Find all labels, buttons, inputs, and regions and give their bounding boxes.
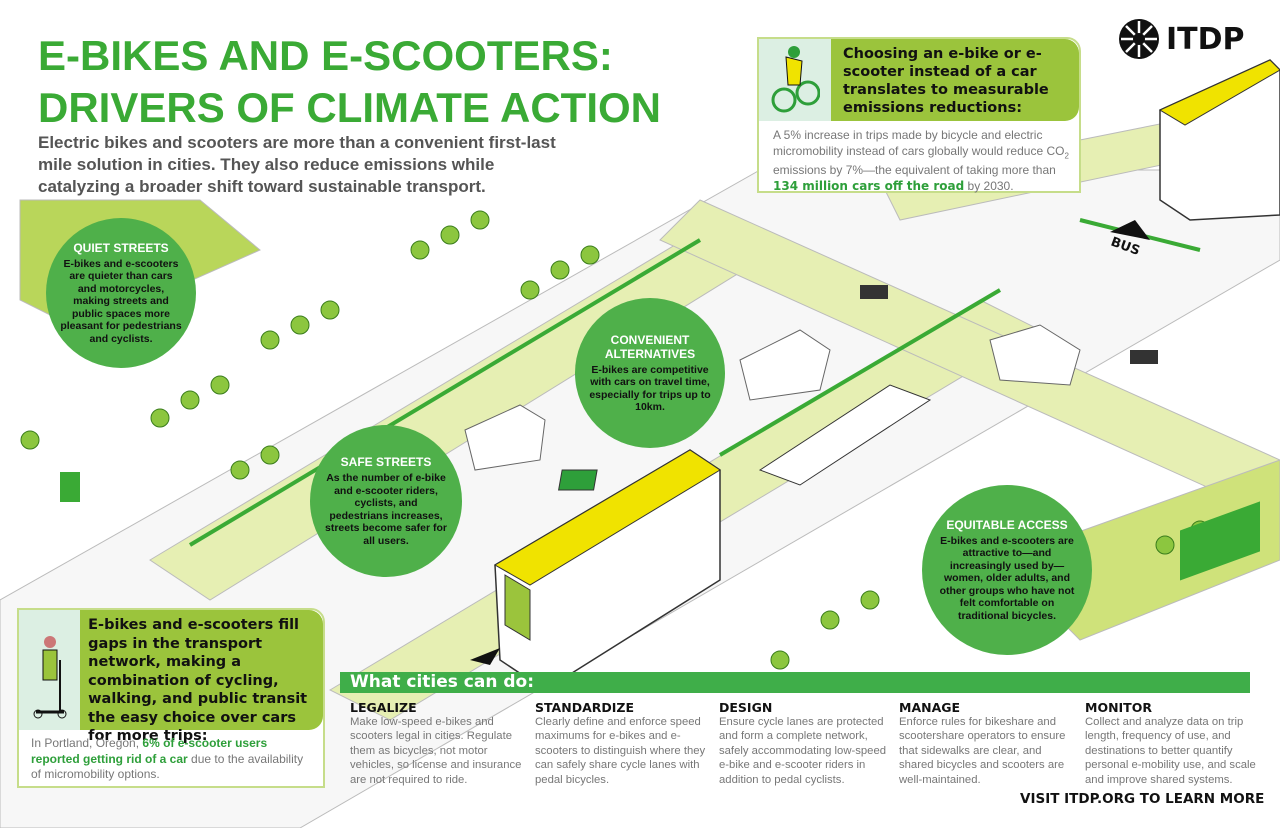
action-text: Ensure cycle lanes are protected and for…	[719, 716, 887, 786]
bubble-text: E-bikes and e-scooters are attractive to…	[939, 534, 1075, 622]
what-cities-can-do-banner: What cities can do:	[340, 672, 1250, 693]
action-heading: MANAGE	[899, 700, 961, 715]
action-text: Collect and analyze data on trip length,…	[1085, 716, 1256, 786]
action-heading: LEGALIZE	[350, 700, 417, 715]
emissions-card: Choosing an e-bike or e-scooter instead …	[757, 37, 1081, 193]
visit-itdp-link[interactable]: VISIT ITDP.ORG TO LEARN MORE	[1020, 791, 1265, 807]
gaps-body-text: In Portland, Oregon,	[31, 736, 143, 750]
emissions-body-text: by 2030.	[964, 178, 1014, 193]
co2-subscript: 2	[1064, 150, 1069, 160]
cars-off-road-highlight: 134 million cars off the road	[773, 178, 965, 193]
page-title: E-BIKES AND E-SCOOTERS: DRIVERS OF CLIMA…	[38, 30, 661, 134]
bubble-text: E-bikes are competitive with cars on tra…	[589, 363, 711, 414]
action-heading: MONITOR	[1085, 700, 1152, 715]
title-line-1: E-BIKES AND E-SCOOTERS:	[38, 32, 613, 79]
emissions-body-text: A 5% increase in trips made by bicycle a…	[773, 128, 1065, 158]
gaps-body: In Portland, Oregon, 6% of e-scooter use…	[19, 730, 323, 783]
bubble-title: SAFE STREETS	[340, 455, 432, 469]
cyclist-icon	[759, 39, 831, 121]
logo-text: ITDP	[1166, 21, 1245, 57]
bubble-title: QUIET STREETS	[73, 240, 169, 255]
action-legalize: LEGALIZE Make low-speed e-bikes and scoo…	[350, 700, 528, 787]
bubble-text: As the number of e-bike and e-scooter ri…	[325, 472, 447, 547]
gaps-body-text: due to the availability of micromobility…	[31, 751, 304, 782]
action-text: Clearly define and enforce speed maximum…	[535, 716, 706, 786]
action-text: Make low-speed e-bikes and scooters lega…	[350, 716, 522, 786]
action-heading: DESIGN	[719, 700, 773, 715]
portland-stat-highlight: 6% of e-scooter users reported getting r…	[31, 736, 268, 766]
itdp-star-icon	[1119, 19, 1159, 59]
gaps-card: E-bikes and e-scooters fill gaps in the …	[17, 608, 325, 788]
bubble-title: CONVENIENT ALTERNATIVES	[604, 332, 696, 361]
bubble-title: EQUITABLE ACCESS	[946, 517, 1068, 532]
action-standardize: STANDARDIZE Clearly define and enforce s…	[535, 700, 713, 787]
intro-text: Electric bikes and scooters are more tha…	[38, 133, 556, 196]
itdp-logo: ITDP	[1118, 18, 1245, 60]
bubble-quiet-streets: QUIET STREETS E-bikes and e-scooters are…	[46, 218, 196, 368]
bubble-convenient-alternatives: CONVENIENT ALTERNATIVES E-bikes are comp…	[575, 298, 725, 448]
scooter-rider-icon	[19, 610, 81, 730]
emissions-body-text: emissions by 7%—the equivalent of taking…	[773, 163, 1056, 178]
emissions-heading: Choosing an e-bike or e-scooter instead …	[843, 46, 1049, 116]
action-monitor: MONITOR Collect and analyze data on trip…	[1085, 700, 1263, 787]
action-design: DESIGN Ensure cycle lanes are protected …	[719, 700, 897, 787]
bubble-equitable-access: EQUITABLE ACCESS E-bikes and e-scooters …	[922, 485, 1092, 655]
emissions-body: A 5% increase in trips made by bicycle a…	[759, 121, 1079, 194]
bubble-text: E-bikes and e-scooters are quieter than …	[60, 257, 182, 345]
title-line-2: DRIVERS OF CLIMATE ACTION	[38, 84, 661, 131]
gaps-heading: E-bikes and e-scooters fill gaps in the …	[88, 617, 308, 744]
action-manage: MANAGE Enforce rules for bikeshare and s…	[899, 700, 1077, 787]
action-heading: STANDARDIZE	[535, 700, 634, 715]
action-text: Enforce rules for bikeshare and scooters…	[899, 716, 1066, 786]
bubble-safe-streets: SAFE STREETS As the number of e-bike and…	[310, 425, 462, 577]
